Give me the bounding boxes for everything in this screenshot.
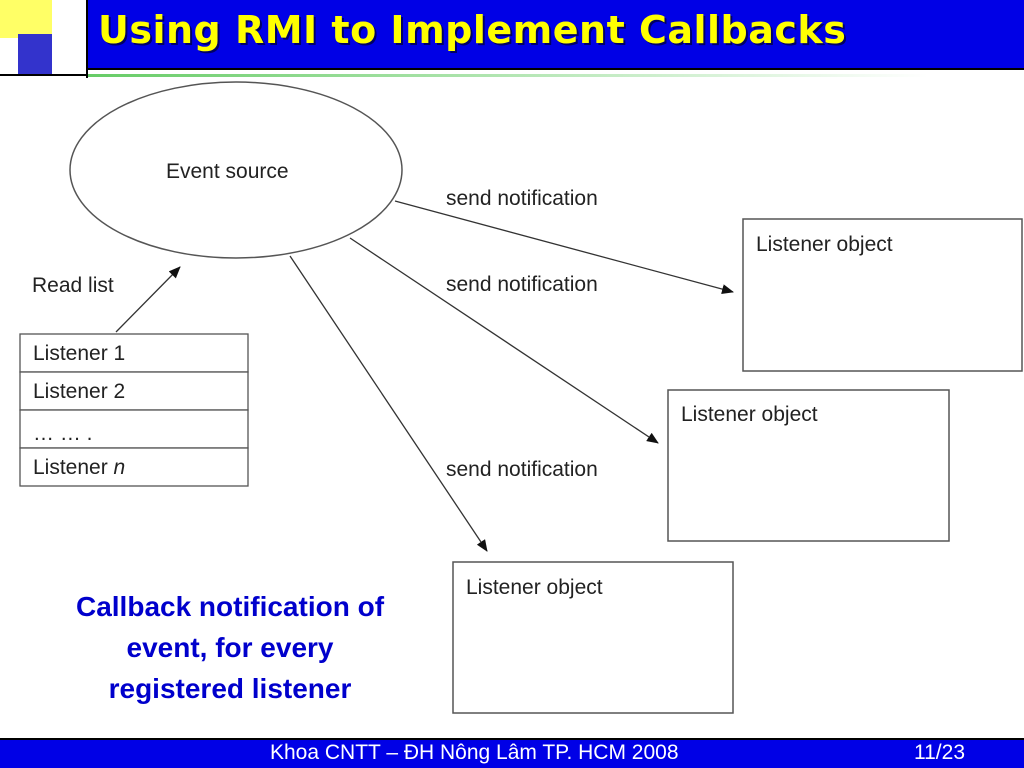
footer-bar: Khoa CNTT – ĐH Nông Lâm TP. HCM 2008 11/…: [0, 738, 1024, 768]
listener-list-row: [19, 447, 249, 487]
send-notification-label: send notification: [446, 187, 598, 210]
corner-decoration-line: [0, 74, 88, 76]
callback-diagram: Event source Read list Listener 1 Listen…: [19, 81, 1023, 714]
listener-n-prefix: Listener: [33, 456, 114, 479]
footer-text: Khoa CNTT – ĐH Nông Lâm TP. HCM 2008: [270, 741, 679, 764]
caption-line: Callback notification of: [75, 591, 385, 622]
slide-caption: Callback notification of event, for ever…: [30, 586, 430, 709]
listener-n-italic: n: [114, 456, 126, 479]
listener-object-box: [667, 389, 950, 542]
event-source-ellipse: [69, 81, 403, 259]
send-notification-label: send notification: [446, 273, 598, 296]
notification-arrow: [394, 200, 734, 294]
listener-object-label: Listener object: [756, 233, 893, 256]
page-number: 11/23: [914, 741, 965, 764]
notification-arrow: [289, 255, 488, 552]
corner-decoration-blue: [18, 34, 52, 74]
listener-list-item: … … .: [33, 422, 93, 445]
read-list-label: Read list: [32, 274, 114, 297]
corner-decoration-yellow: [0, 0, 52, 38]
listener-list-row: [19, 371, 249, 411]
read-list-arrow: [115, 266, 181, 333]
listener-object-box: [742, 218, 1023, 372]
event-source-label: Event source: [166, 160, 289, 183]
caption-line: event, for every: [126, 632, 334, 663]
corner-decoration-vertical-line: [86, 0, 88, 78]
listener-object-label: Listener object: [466, 576, 603, 599]
caption-line: registered listener: [108, 673, 352, 704]
listener-list: Listener 1 Listener 2 … … . Listener n: [19, 333, 249, 487]
title-bar: Using RMI to Implement Callbacks: [88, 0, 1024, 70]
title-underline: [88, 74, 928, 77]
listener-list-item: Listener 1: [33, 342, 125, 365]
send-notification-label: send notification: [446, 458, 598, 481]
notification-arrow: [349, 237, 659, 444]
listener-list-item: Listener n: [33, 456, 125, 479]
listener-object-label: Listener object: [681, 403, 818, 426]
slide-title: Using RMI to Implement Callbacks: [98, 8, 847, 52]
listener-list-item: Listener 2: [33, 380, 125, 403]
listener-object-box: [452, 561, 734, 714]
